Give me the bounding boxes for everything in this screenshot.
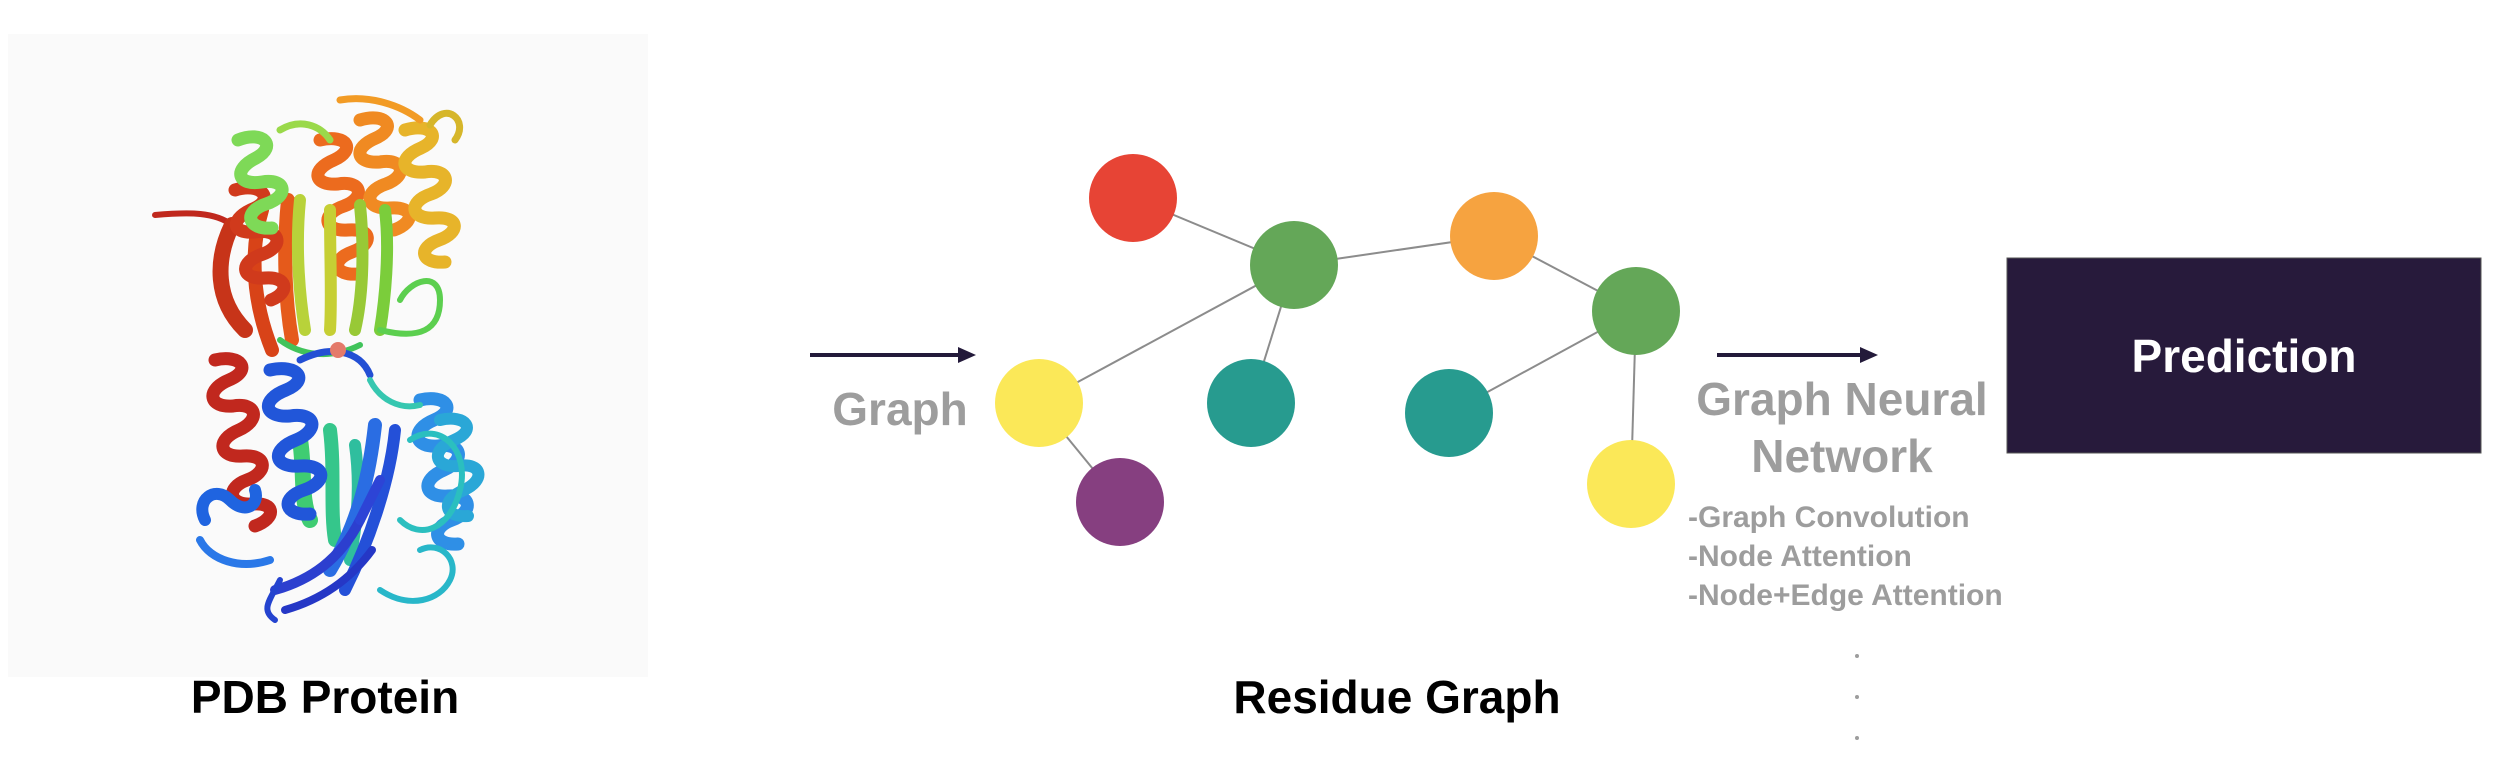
graph-node-teal-a: [1207, 359, 1295, 447]
dot: [1855, 736, 1859, 740]
gnn-variant-graph-convolution: -Graph Convolution: [1688, 501, 1970, 534]
dot: [1855, 695, 1859, 699]
graph-edge: [1038, 264, 1295, 404]
dot: [1855, 654, 1859, 658]
residue-graph-caption: Residue Graph: [1233, 671, 1560, 723]
gnn-title-line1: Graph Neural: [1696, 373, 1987, 425]
protein-ribbon-icon: [152, 95, 485, 623]
prediction-box: [2006, 257, 2482, 454]
graph-node-yellow-a: [995, 359, 1083, 447]
graph-node-green-a: [1250, 221, 1338, 309]
graph-arrow-head: [958, 347, 976, 363]
gnn-variant-node-edge-attention: -Node+Edge Attention: [1688, 579, 2003, 612]
graph-arrow: [810, 347, 976, 363]
residue-graph: [995, 154, 1680, 546]
graph-node-red: [1089, 154, 1177, 242]
gnn-arrow-head: [1860, 347, 1878, 363]
gnn-title-line2: Network: [1751, 430, 1933, 482]
graph-nodes: [995, 154, 1680, 546]
protein-caption: PDB Protein: [191, 671, 459, 723]
graph-node-teal-b: [1405, 369, 1493, 457]
graph-node-purple: [1076, 458, 1164, 546]
graph-edges: [1038, 197, 1637, 503]
graph-node-green-b: [1592, 267, 1680, 355]
gnn-arrow: [1717, 347, 1878, 363]
graph-node-yellow-b: [1587, 440, 1675, 528]
gnn-variant-node-attention: -Node Attention: [1688, 540, 1912, 573]
graph-step-label: Graph: [832, 383, 967, 435]
protein-panel: [8, 34, 648, 677]
ellipsis-dots: [1855, 654, 1859, 740]
prediction-label: Prediction: [2132, 330, 2357, 382]
prediction-box-background: [2006, 257, 2482, 454]
graph-node-orange: [1450, 192, 1538, 280]
